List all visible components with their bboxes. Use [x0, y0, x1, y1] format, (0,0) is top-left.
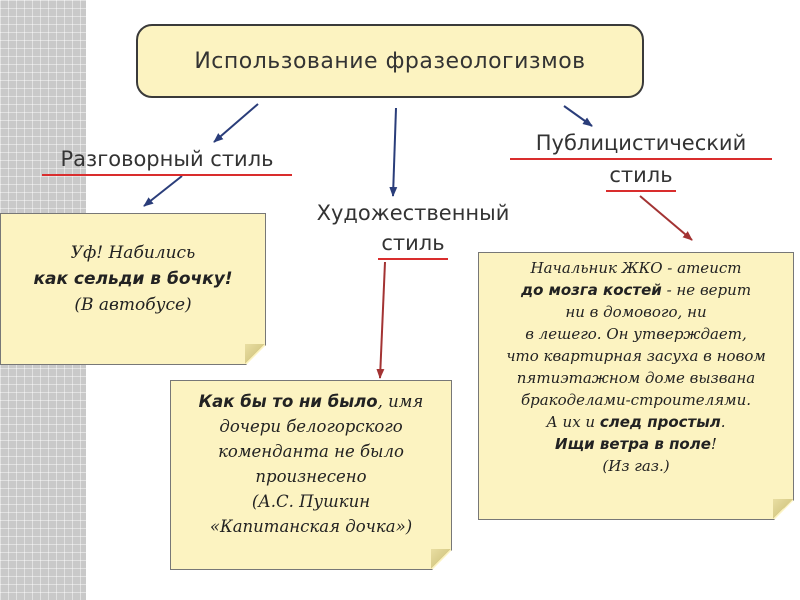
note-razg-phrase: как сельди в бочку! — [33, 269, 233, 289]
note-hudozhestvenny-example: Как бы то ни было, имя дочери белогорско… — [170, 380, 452, 570]
label-razgovorny-text: Разговорный стиль — [42, 144, 292, 176]
label-hudozhestvenny-line1: Художественный — [316, 201, 510, 225]
note-publ-phrase3: Ищи ветра в поле — [555, 435, 711, 453]
note-publ-source: (Из газ.) — [602, 457, 670, 475]
note-publ-line8-pre: А их и — [546, 413, 600, 431]
note-hud-phrase: Как бы то ни было — [198, 392, 378, 411]
label-hudozhestvenny-line2: стиль — [378, 228, 448, 260]
arrow-title-to-publicistichesky — [563, 105, 593, 127]
note-publ-line9-post: ! — [710, 435, 717, 453]
note-razgovorny-example: Уф! Набились как сельди в бочку! (В авто… — [0, 213, 266, 365]
note-hud-line3: произнесено — [255, 467, 367, 486]
note-hud-line1: дочери белогорского — [219, 417, 403, 436]
note-publ-line5: что квартирная засуха в новом — [506, 347, 766, 365]
note-publ-phrase2: след простыл — [599, 413, 721, 431]
note-publ-line3: ни в домового, ни — [565, 303, 707, 321]
main-title-box: Использование фразеологизмов — [136, 24, 644, 98]
note-razg-line1: Уф! Набились — [70, 243, 196, 263]
note-publ-line2-rest: - не верит — [661, 281, 752, 299]
note-hud-rest: , имя — [377, 392, 424, 411]
label-publicistichesky-style: Публицистический стиль — [510, 128, 772, 192]
label-publicistichesky-line1: Публицистический — [510, 128, 772, 160]
note-hud-line2: коменданта не было — [218, 442, 404, 461]
label-publicistichesky-line2: стиль — [606, 160, 676, 192]
arrow-hudozhestvenny-to-note — [376, 261, 386, 379]
note-razg-source: (В автобусе) — [74, 295, 192, 315]
note-hud-line4: (А.С. Пушкин — [251, 492, 371, 511]
note-publ-line1: Начальник ЖКО - атеист — [530, 259, 742, 277]
note-hud-line5: «Капитанская дочка») — [209, 517, 413, 536]
note-publ-line4: в лешего. Он утверждает, — [525, 325, 747, 343]
label-hudozhestvenny-style: Художественный стиль — [298, 198, 528, 260]
note-publ-line7: бракоделами-строителями. — [520, 391, 752, 409]
arrow-title-to-hudozhestvenny — [389, 107, 398, 197]
arrow-publicistichesky-to-note — [639, 195, 693, 241]
arrow-title-to-razgovorny — [213, 103, 259, 143]
arrow-razgovorny-to-note — [143, 175, 183, 207]
note-publicistichesky-example: Начальник ЖКО - атеист до мозга костей -… — [478, 252, 794, 520]
note-publ-phrase1: до мозга костей — [520, 281, 662, 299]
note-publ-line6: пятиэтажном доме вызвана — [516, 369, 756, 387]
main-title: Использование фразеологизмов — [194, 48, 586, 74]
note-publ-line8-post: . — [720, 413, 726, 431]
label-razgovorny-style: Разговорный стиль — [42, 144, 292, 176]
